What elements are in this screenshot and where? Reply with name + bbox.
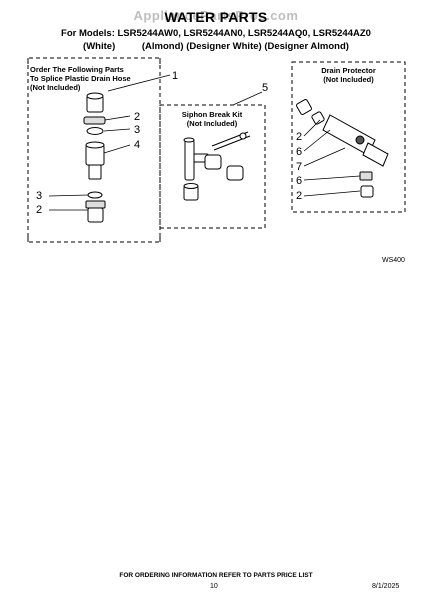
right-panel-title: Drain Protector (Not Included): [321, 66, 376, 84]
model-list: For Models: LSR5244AW0, LSR5244AN0, LSR5…: [61, 28, 371, 39]
callout-right-7: 7: [296, 161, 303, 173]
variant-designer-almond: (Designer Almond): [264, 41, 349, 52]
callout-3-bottom: 3: [36, 190, 43, 202]
variant-list: (White) (Almond) (Designer White) (Desig…: [0, 41, 432, 52]
variant-almond: (Almond): [141, 41, 184, 52]
callout-5: 5: [262, 82, 269, 94]
callout-2-top: 2: [134, 111, 141, 123]
watermark: AppliancePartsPros.com: [133, 8, 299, 23]
doc-code: 8/1/2025: [372, 583, 400, 590]
right-parts: [296, 99, 389, 198]
right-panel-border: [291, 61, 406, 213]
leader-5: [232, 91, 263, 106]
middle-parts: [183, 131, 251, 201]
callout-2-bottom: 2: [36, 204, 43, 216]
page-number: 10: [210, 583, 218, 590]
page-title: WATER PARTS: [164, 9, 268, 25]
leader-1: [107, 74, 171, 92]
callout-right-2-bottom: 2: [296, 190, 303, 202]
variant-designer-white: (Designer White): [186, 41, 262, 52]
middle-panel-title: Siphon Break Kit (Not Included): [181, 110, 243, 128]
middle-panel-border: [159, 104, 266, 229]
left-panel-title: Order The Following Parts To Splice Plas…: [30, 65, 131, 92]
ordering-info: FOR ORDERING INFORMATION REFER TO PARTS …: [119, 572, 313, 579]
callout-1: 1: [172, 70, 179, 82]
callout-3-top: 3: [134, 124, 141, 136]
variant-white: (White): [83, 41, 116, 52]
left-parts: [83, 92, 106, 223]
callout-right-2-top: 2: [296, 131, 303, 143]
callout-right-6-bottom: 6: [296, 175, 303, 187]
callout-right-6-top: 6: [296, 146, 303, 158]
callout-4: 4: [134, 139, 141, 151]
figure-code: WS400: [382, 257, 405, 264]
